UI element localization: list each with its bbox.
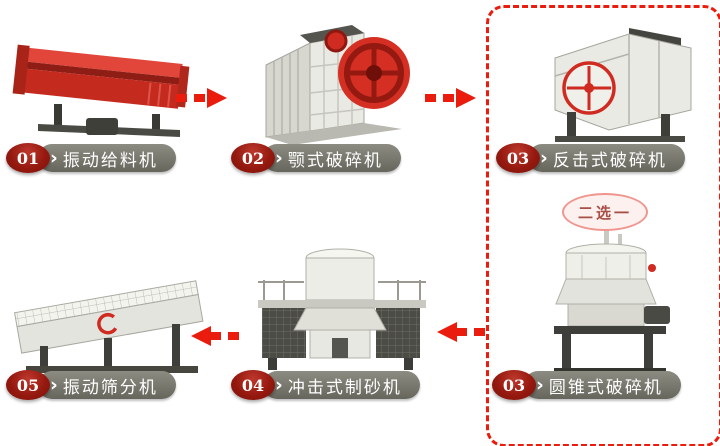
chevron-icon: › bbox=[536, 373, 544, 396]
step-label-text: 振动给料机 bbox=[62, 150, 158, 171]
step-number: 03 bbox=[502, 375, 526, 395]
step-label-text: 冲击式制砂机 bbox=[287, 377, 402, 398]
choose-one-badge: 二选一 bbox=[562, 193, 648, 231]
chevron-icon: › bbox=[540, 146, 548, 169]
arrow-left-icon bbox=[437, 322, 488, 342]
step-number-badge: 01 bbox=[6, 143, 50, 173]
step-number: 03 bbox=[506, 148, 530, 168]
vibrating-screen-image bbox=[13, 280, 204, 373]
step-number: 05 bbox=[16, 375, 40, 395]
step-sand-maker: 04 › 冲击式制砂机 bbox=[231, 370, 420, 400]
chevron-icon: › bbox=[275, 146, 283, 169]
step-number-badge: 05 bbox=[6, 370, 50, 400]
arrow-right-icon bbox=[425, 88, 476, 108]
chevron-icon: › bbox=[50, 373, 58, 396]
step-label-text: 颚式破碎机 bbox=[287, 150, 383, 171]
step-number: 02 bbox=[241, 148, 265, 168]
step-number-badge: 03 bbox=[496, 143, 540, 173]
step-vibrating-feeder: 01 › 振动给料机 bbox=[6, 143, 176, 173]
step-number-badge: 02 bbox=[231, 143, 275, 173]
step-label: › 颚式破碎机 bbox=[263, 144, 401, 172]
step-label-text: 圆锥式破碎机 bbox=[548, 377, 663, 398]
step-number-badge: 04 bbox=[231, 370, 275, 400]
impact-crusher-image bbox=[554, 28, 692, 142]
chevron-icon: › bbox=[50, 146, 58, 169]
step-label-text: 振动筛分机 bbox=[62, 377, 158, 398]
step-vibrating-screen: 05 › 振动筛分机 bbox=[6, 370, 176, 400]
step-number: 01 bbox=[16, 148, 40, 168]
step-impact-crusher: 03 › 反击式破碎机 bbox=[496, 143, 685, 173]
sand-maker-image bbox=[258, 248, 426, 370]
step-label: › 反击式破碎机 bbox=[528, 144, 685, 172]
cone-crusher-image bbox=[554, 228, 670, 374]
step-label: › 振动筛分机 bbox=[38, 371, 176, 399]
arrow-right-icon bbox=[176, 88, 227, 108]
step-number-badge: 03 bbox=[492, 370, 536, 400]
chevron-icon: › bbox=[275, 373, 283, 396]
step-label-text: 反击式破碎机 bbox=[552, 150, 667, 171]
choose-one-text: 二选一 bbox=[577, 203, 632, 222]
step-cone-crusher: 03 › 圆锥式破碎机 bbox=[492, 370, 681, 400]
step-label: › 圆锥式破碎机 bbox=[524, 371, 681, 399]
jaw-crusher-image bbox=[265, 25, 410, 145]
arrow-left-icon bbox=[191, 326, 242, 346]
step-label: › 振动给料机 bbox=[38, 144, 176, 172]
step-jaw-crusher: 02 › 颚式破碎机 bbox=[231, 143, 401, 173]
step-number: 04 bbox=[241, 375, 265, 395]
step-label: › 冲击式制砂机 bbox=[263, 371, 420, 399]
vibrating-feeder-image bbox=[12, 44, 190, 137]
